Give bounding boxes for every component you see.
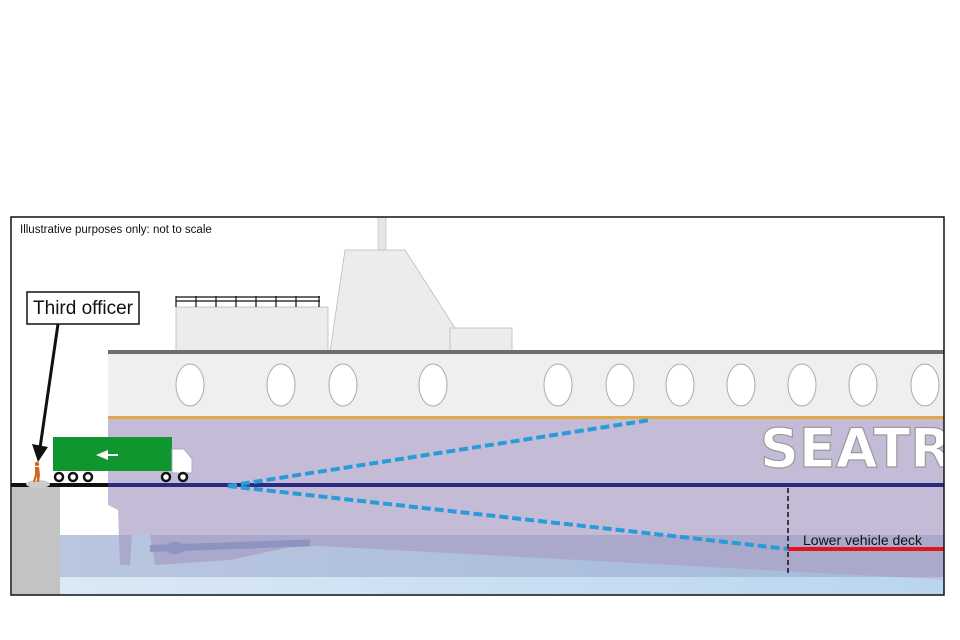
officer-pointer-arrow <box>38 323 60 449</box>
hull <box>108 418 944 580</box>
ship-name: SEATRU <box>760 417 960 480</box>
upper-hull-band <box>108 352 944 417</box>
propeller <box>150 539 311 554</box>
arrowhead-icon <box>32 444 48 462</box>
deckhouse <box>449 327 513 353</box>
officer-figure <box>26 461 50 488</box>
ramp-line <box>11 483 108 487</box>
frame-border <box>10 216 945 596</box>
lower-vehicle-deck-label: Lower vehicle deck <box>803 532 923 548</box>
truck-wheels <box>53 471 189 483</box>
left-arrow-icon <box>96 450 118 460</box>
officer-label-box <box>26 291 140 325</box>
upper-sightline <box>227 418 651 488</box>
officer-label: Third officer <box>33 298 134 319</box>
vehicle-deck-line <box>108 483 944 487</box>
mast <box>377 217 387 252</box>
disclaimer-text: Illustrative purposes only: not to scale <box>20 224 212 236</box>
lower-sightline <box>227 484 789 551</box>
windows <box>175 363 940 407</box>
railing <box>175 296 320 307</box>
hull-top-line <box>108 350 944 354</box>
lower-vehicle-deck-line <box>788 547 944 551</box>
quay <box>12 487 60 595</box>
truck <box>53 437 193 483</box>
underwater-hull <box>60 535 944 577</box>
truck-cab <box>171 448 193 474</box>
hull-stripe <box>108 416 944 419</box>
superstructure <box>175 306 329 353</box>
